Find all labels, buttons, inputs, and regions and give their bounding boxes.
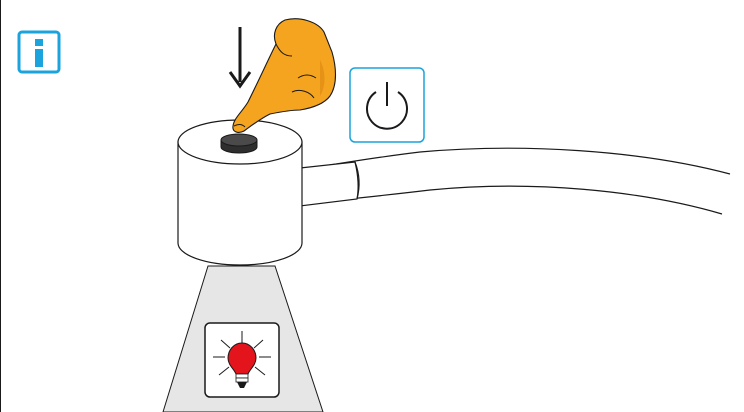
light-bulb-icon xyxy=(205,323,279,397)
lamp-arm xyxy=(300,148,730,214)
info-icon xyxy=(19,32,59,72)
arrow-down-icon xyxy=(230,27,250,86)
power-push-button xyxy=(221,134,257,153)
power-icon xyxy=(350,68,424,142)
